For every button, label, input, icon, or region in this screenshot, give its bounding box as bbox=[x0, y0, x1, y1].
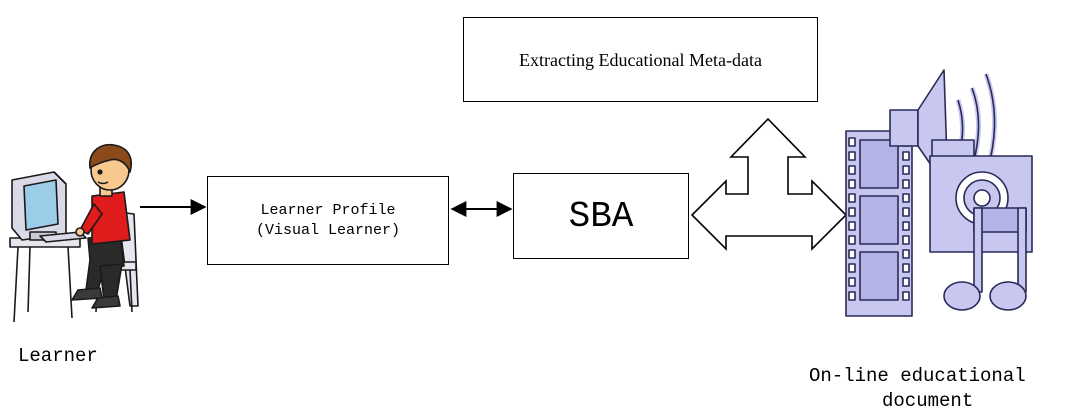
document-caption-line1: On-line educational bbox=[809, 365, 1026, 387]
learner-icon bbox=[9, 143, 139, 323]
learner-caption: Learner bbox=[18, 345, 98, 367]
block-arrow bbox=[690, 117, 848, 251]
document-caption-line2: document bbox=[882, 390, 974, 412]
multimedia-document-icon bbox=[845, 69, 1033, 317]
extracting-metadata-box: Extracting Educational Meta-data bbox=[463, 17, 818, 102]
learner-profile-box: Learner Profile (Visual Learner) bbox=[207, 176, 449, 265]
sba-box: SBA bbox=[513, 173, 689, 259]
